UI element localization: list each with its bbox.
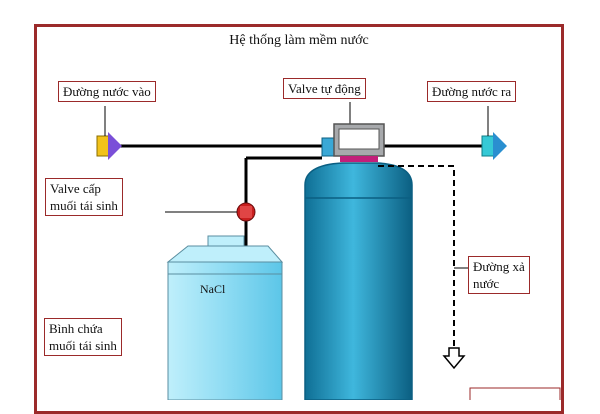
brine-tank-label-line2: muối tái sinh (49, 338, 117, 353)
brine-tank-label: Bình chứa muối tái sinh (44, 318, 122, 356)
inlet-arrow-icon (96, 132, 122, 160)
inlet-label-text: Đường nước vào (63, 84, 151, 99)
legend-box (469, 387, 561, 400)
brine-valve-label: Valve cấp muối tái sinh (45, 178, 123, 216)
drain-label-line1: Đường xả (473, 259, 525, 274)
inlet-label: Đường nước vào (58, 81, 156, 102)
auto-valve-label: Valve tự động (283, 78, 366, 99)
auto-valve-label-text: Valve tự động (288, 81, 361, 96)
diagram-title: Hệ thống làm mềm nước (229, 33, 369, 48)
drain-arrow-icon (442, 347, 466, 370)
outlet-label-text: Đường nước ra (432, 84, 512, 99)
tank-content-label: NaCl (200, 282, 226, 296)
drain-label: Đường xả nước (468, 256, 530, 294)
diagram-canvas (96, 102, 561, 400)
brine-tank (166, 235, 284, 400)
drain-pipe (378, 165, 455, 352)
outlet-arrow-icon (481, 132, 507, 160)
brine-tank-label-line1: Bình chứa (49, 321, 103, 336)
brine-valve-label-line1: Valve cấp (50, 181, 101, 196)
brine-valve-label-line2: muối tái sinh (50, 198, 118, 213)
drain-label-line2: nước (473, 276, 500, 291)
brine-valve-icon (236, 202, 256, 222)
outlet-label: Đường nước ra (427, 81, 517, 102)
resin-tank (304, 162, 413, 400)
auto-valve-icon (321, 123, 385, 162)
